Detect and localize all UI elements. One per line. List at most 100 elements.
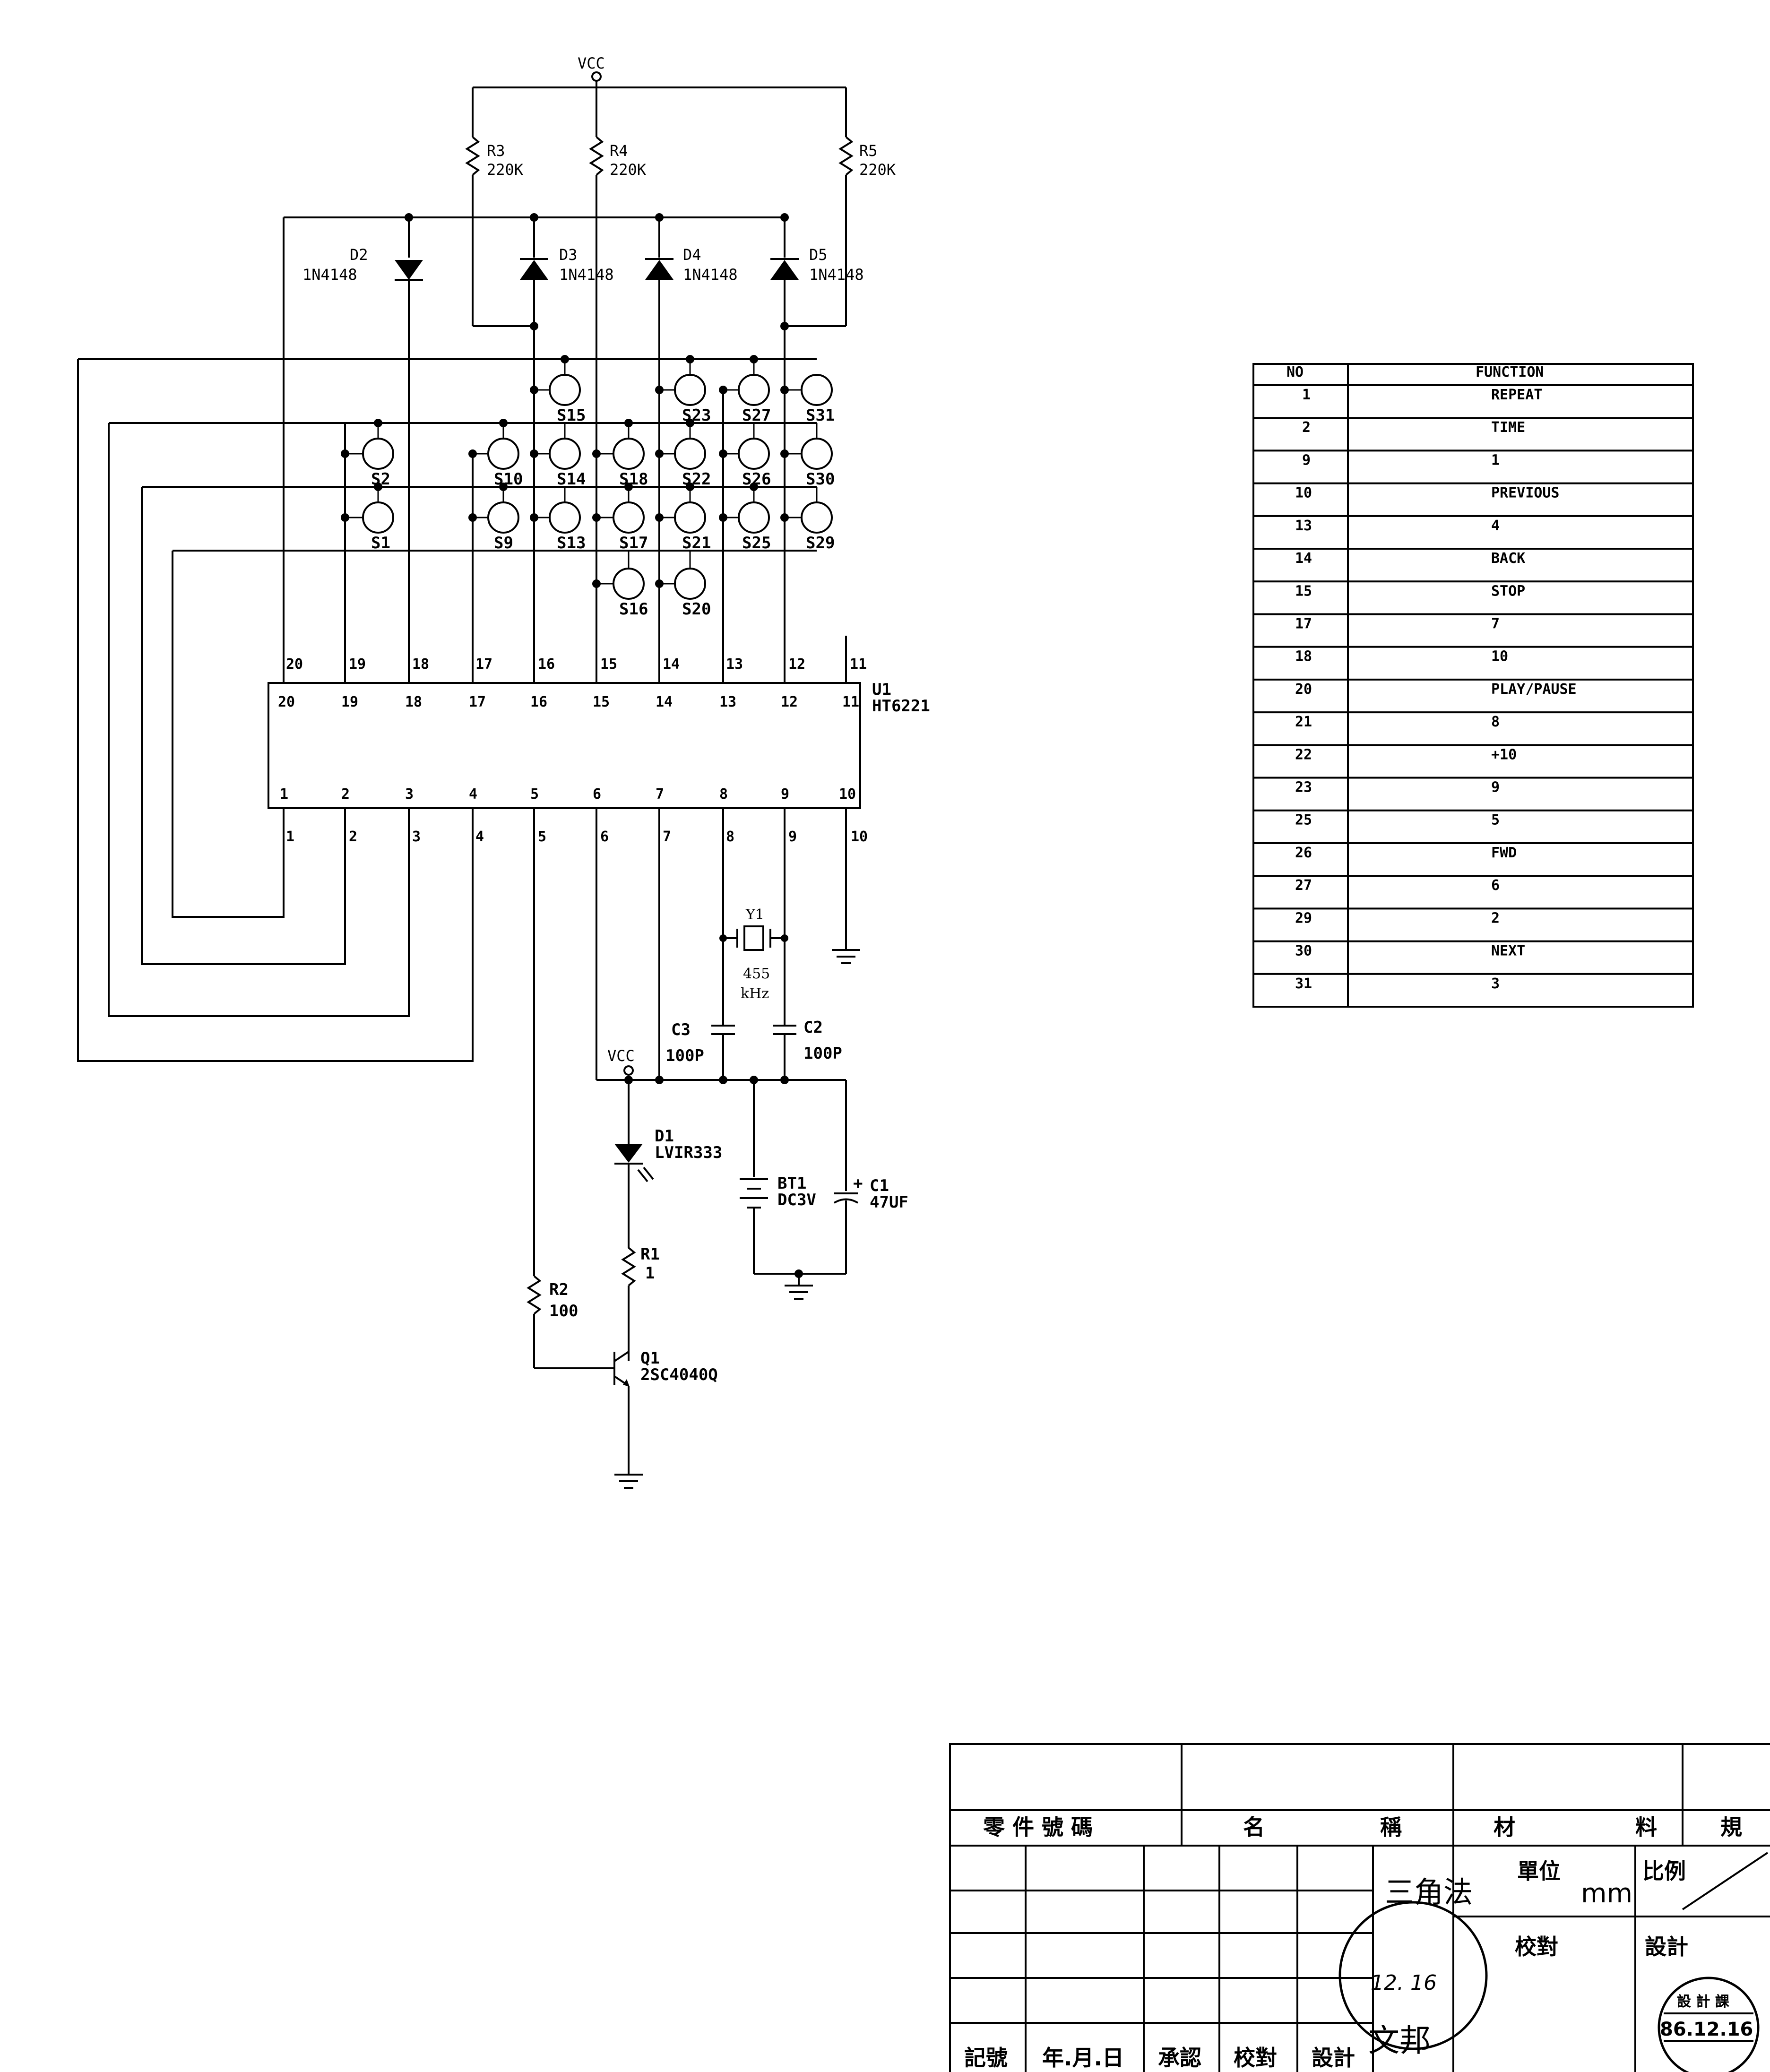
svg-text:12. 16: 12. 16: [1371, 1971, 1437, 1995]
svg-text:S2: S2: [371, 470, 390, 489]
title-name-label-2: 稱: [1380, 1814, 1402, 1840]
table-cell-function: +10: [1491, 746, 1517, 763]
capacitor-c3: C3 100P: [665, 1020, 735, 1080]
approval-stamp-left: 12. 16 文邦: [1338, 1901, 1488, 2059]
table-cell-function: 7: [1491, 615, 1500, 632]
rev-col-check: 校對: [1234, 2045, 1277, 2071]
svg-text:10: 10: [851, 829, 868, 845]
svg-text:16: 16: [538, 656, 555, 673]
rev-col-date: 年.月.日: [1042, 2045, 1124, 2071]
svg-text:+: +: [853, 1174, 863, 1193]
r4-ref: R4: [610, 142, 628, 160]
table-cell-no: 22: [1295, 746, 1312, 763]
svg-text:11: 11: [842, 694, 859, 710]
r5-value: 220K: [859, 161, 896, 179]
y1-unit: kHz: [741, 985, 769, 1002]
key-matrix: S15 S23 S27 S31 S2 S10 S14 S18 S22 S26 S…: [77, 326, 835, 1062]
svg-text:7: 7: [663, 829, 671, 845]
ic-ref: U1: [872, 680, 891, 699]
title-spec-label: 規: [1720, 1814, 1742, 1840]
svg-text:S20: S20: [682, 600, 711, 619]
transistor-q1: Q1 2SC4040Q: [613, 1349, 718, 1489]
svg-text:3: 3: [412, 829, 421, 845]
svg-text:86.12.16: 86.12.16: [1660, 2019, 1753, 2040]
r5-resistor: [838, 136, 854, 176]
switch-s25: S25: [723, 487, 771, 553]
svg-text:設 計 課: 設 計 課: [1677, 1994, 1730, 2010]
svg-text:S15: S15: [557, 406, 586, 425]
table-cell-no: 2: [1302, 419, 1311, 436]
svg-text:R2: R2: [549, 1280, 569, 1299]
table-cell-no: 27: [1295, 877, 1312, 894]
svg-text:10: 10: [839, 786, 856, 803]
title-material-label-1: 材: [1494, 1814, 1515, 1840]
svg-text:S26: S26: [742, 470, 771, 489]
svg-text:18: 18: [405, 694, 422, 710]
switch-s30: S30: [785, 423, 835, 489]
svg-text:4: 4: [475, 829, 484, 845]
svg-text:3: 3: [405, 786, 414, 803]
ground-icon: [832, 949, 860, 964]
svg-text:S22: S22: [682, 470, 711, 489]
table-cell-no: 13: [1295, 518, 1312, 534]
svg-text:6: 6: [600, 829, 609, 845]
svg-text:6: 6: [593, 786, 601, 803]
approval-stamp-right: 設 計 課 86.12.16: [1658, 1977, 1760, 2072]
svg-text:S17: S17: [619, 534, 648, 553]
table-cell-function: FWD: [1491, 845, 1517, 861]
switch-s20: S20: [659, 551, 711, 619]
svg-text:C2: C2: [803, 1018, 823, 1037]
title-part-number-label: 零 件 號 碼: [983, 1814, 1093, 1840]
switch-s18: S18: [596, 423, 648, 489]
svg-text:17: 17: [475, 656, 492, 673]
check-label: 校對: [1515, 1934, 1558, 1960]
svg-text:S31: S31: [806, 406, 835, 425]
svg-text:S10: S10: [494, 470, 523, 489]
scale-label: 比例: [1642, 1858, 1686, 1884]
table-cell-function: 9: [1491, 779, 1500, 796]
switch-s13: S13: [534, 487, 586, 553]
d2-value: 1N4148: [302, 266, 357, 284]
r3-ref: R3: [487, 142, 505, 160]
svg-text:5: 5: [538, 829, 546, 845]
d5-ref: D5: [809, 246, 828, 264]
svg-text:8: 8: [719, 786, 728, 803]
svg-text:14: 14: [656, 694, 673, 710]
table-cell-no: 18: [1295, 648, 1312, 665]
table-cell-no: 30: [1295, 943, 1312, 959]
table-cell-function: 4: [1491, 518, 1500, 534]
table-cell-function: PREVIOUS: [1491, 485, 1560, 501]
d4-diode: [645, 260, 673, 280]
table-cell-no: 9: [1302, 452, 1311, 468]
table-cell-no: 23: [1295, 779, 1312, 796]
switch-s26: S26: [723, 423, 771, 489]
svg-text:12: 12: [788, 656, 805, 673]
ic-u1: U1 HT6221 20 19 18 17 16 15 14 13 12 11 …: [268, 636, 930, 1276]
ic-value: HT6221: [872, 697, 930, 716]
svg-text:2: 2: [349, 829, 357, 845]
svg-text:100P: 100P: [803, 1044, 842, 1063]
design-label: 設計: [1645, 1934, 1688, 1960]
svg-text:1: 1: [280, 786, 288, 803]
r4-resistor: [589, 136, 604, 176]
svg-text:S25: S25: [742, 534, 771, 553]
title-block: 零 件 號 碼 名 稱 材 料 規 三角法 單位 mm 比例 校對 設計 記號 …: [949, 1743, 1770, 2072]
rev-col-approve: 承認: [1158, 2045, 1201, 2071]
svg-text:11: 11: [850, 656, 867, 673]
svg-text:100P: 100P: [665, 1046, 704, 1065]
svg-text:20: 20: [278, 694, 295, 710]
switch-s27: S27: [723, 359, 771, 425]
led-d1: D1 LVIR333: [614, 1080, 722, 1248]
svg-text:S18: S18: [619, 470, 648, 489]
unit-label: 單位: [1517, 1858, 1561, 1884]
svg-text:S29: S29: [806, 534, 835, 553]
d4-ref: D4: [683, 246, 701, 264]
svg-text:D1: D1: [655, 1127, 674, 1146]
svg-text:S30: S30: [806, 470, 835, 489]
svg-text:Q1: Q1: [640, 1349, 660, 1368]
table-cell-function: NEXT: [1491, 943, 1525, 959]
svg-text:S16: S16: [619, 600, 648, 619]
switch-s15: S15: [534, 359, 586, 425]
table-cell-no: 20: [1295, 681, 1312, 698]
